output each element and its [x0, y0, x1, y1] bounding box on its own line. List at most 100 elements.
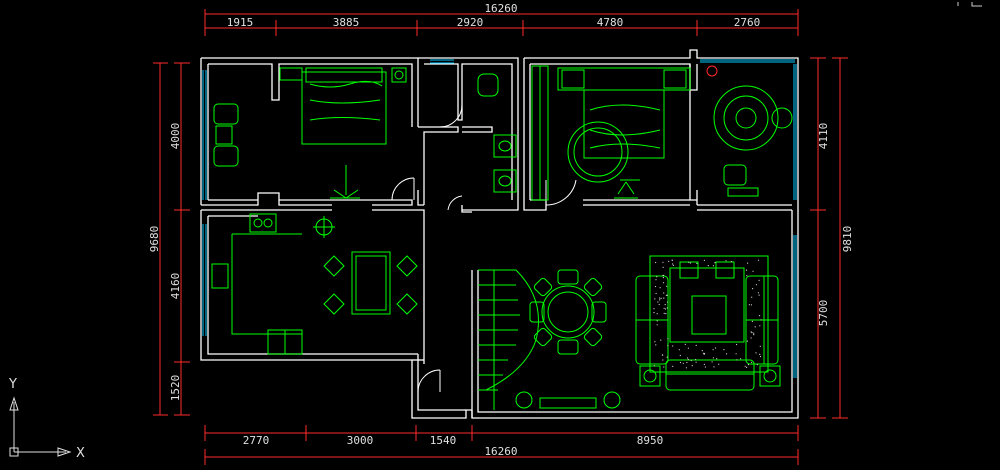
rug-dot: [653, 365, 656, 367]
rug-dot: [672, 345, 674, 347]
rug-dot: [759, 353, 761, 355]
rug-dot: [746, 340, 748, 342]
right-total-dimension: 9810: [841, 226, 854, 253]
rug-dot: [695, 359, 697, 361]
top-dim-2: 3885: [333, 16, 360, 29]
bottom-dim-4: 8950: [637, 434, 664, 447]
rug-dot: [746, 366, 748, 368]
rug-dot: [656, 324, 658, 326]
right-dim-2: 5700: [817, 300, 830, 327]
left-dimension-chain: [153, 62, 190, 416]
rug-dot: [751, 296, 753, 298]
rug-dot: [747, 262, 749, 264]
rug-dot: [703, 363, 706, 365]
rug-dot: [753, 332, 755, 334]
rug-dot: [678, 349, 680, 351]
corner-marker: [957, 2, 982, 7]
rug-dot: [753, 334, 755, 336]
rug-dot: [667, 345, 669, 347]
rug-dot: [688, 261, 690, 263]
rug-dot: [684, 343, 686, 345]
rug-dot: [655, 279, 657, 281]
rug-dot: [716, 358, 718, 360]
rug-dot: [752, 270, 754, 272]
rug-dot: [662, 277, 665, 279]
rug-dot: [664, 308, 667, 310]
top-dim-5: 2760: [734, 16, 761, 29]
rug-dot: [713, 366, 715, 368]
rug-dot: [666, 285, 668, 287]
rug-dot: [654, 341, 656, 343]
left-dim-1: 4000: [169, 123, 182, 150]
rug-dot: [685, 367, 688, 369]
x-axis-label: X: [76, 446, 85, 461]
rug-dot: [679, 354, 681, 357]
rug-dot: [707, 265, 709, 267]
bottom-total-dimension: 16260: [484, 445, 517, 458]
rug-dot: [653, 312, 655, 314]
rug-dot: [663, 312, 665, 314]
rug-dot: [672, 365, 674, 367]
bottom-dim-1: 2770: [243, 434, 270, 447]
rug-dot: [759, 345, 761, 347]
rug-dot: [748, 304, 751, 306]
rug-dot: [744, 365, 746, 367]
top-dim-4: 4780: [597, 16, 624, 29]
rug-dot: [725, 260, 727, 262]
rug-dot: [750, 304, 753, 306]
rug-dot: [662, 359, 664, 361]
rug-dot: [682, 362, 684, 364]
rug-dot: [758, 315, 761, 317]
rug-dot: [746, 275, 748, 277]
rug-dot: [718, 363, 720, 365]
rug-dot: [745, 269, 748, 271]
rug-dot: [726, 353, 728, 355]
rug-dot: [664, 304, 666, 306]
rug-dot: [689, 262, 692, 264]
rug-dot: [672, 263, 674, 265]
rug-dot: [750, 331, 752, 333]
rug-dot: [663, 292, 665, 294]
rug-dot: [687, 357, 689, 359]
top-dim-3: 2920: [457, 16, 484, 29]
furniture: [211, 65, 793, 410]
bottom-dim-3: 1540: [430, 434, 457, 447]
rug-dot: [712, 349, 714, 351]
rug-dot: [695, 344, 697, 346]
rug-dot: [653, 308, 655, 310]
rug-dot: [690, 359, 692, 362]
rug-dot: [662, 261, 664, 263]
ucs-icon: [9, 396, 72, 457]
rug-dot: [672, 264, 675, 266]
rug-dot: [703, 259, 706, 261]
rug-dot: [656, 276, 658, 278]
rug-dot: [671, 259, 674, 261]
rug-dot: [666, 356, 668, 358]
rug-dot: [665, 313, 667, 315]
rug-dot: [758, 279, 760, 281]
rug-dot: [654, 298, 656, 300]
rug-dot: [756, 364, 758, 366]
rug-dot: [711, 361, 713, 363]
rug-dot: [655, 292, 657, 295]
rug-dot: [750, 337, 752, 339]
rug-dot: [666, 307, 668, 309]
rug-dot: [702, 352, 705, 354]
rug-dot: [704, 366, 707, 368]
rug-dot: [736, 359, 738, 361]
top-dimension-chain: [204, 9, 799, 36]
rug-dot: [666, 294, 669, 296]
rug-dot: [704, 352, 706, 355]
top-dim-1: 1915: [227, 16, 254, 29]
rug-dot: [751, 320, 754, 322]
left-total-dimension: 9680: [148, 226, 161, 253]
rug-dot: [656, 320, 658, 322]
rug-dot: [696, 262, 698, 264]
rug-dot: [687, 347, 690, 349]
rug-dot: [659, 297, 661, 299]
rug-dot: [667, 301, 669, 303]
rug-dot: [723, 349, 725, 351]
rug-dot: [759, 325, 761, 327]
